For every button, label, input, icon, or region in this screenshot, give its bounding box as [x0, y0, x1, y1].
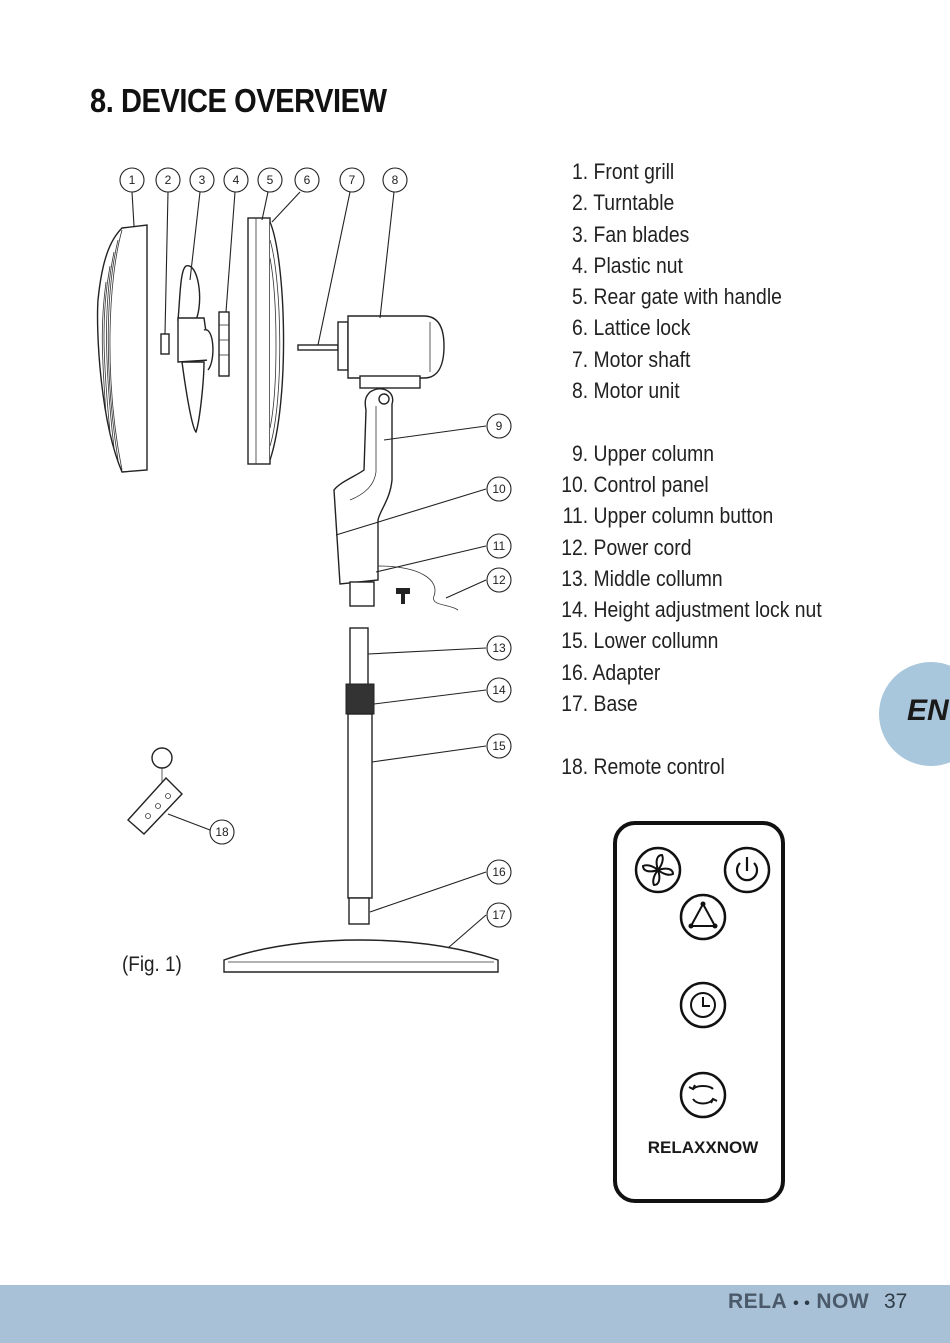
lock-nut-drawing — [345, 683, 375, 715]
callout-6: 6 — [294, 167, 320, 193]
language-label: EN — [907, 694, 949, 727]
callout-4: 4 — [223, 167, 249, 193]
callout-8: 8 — [382, 167, 408, 193]
section-title: 8. DEVICE OVERVIEW — [90, 82, 387, 119]
list-item: 13. Middle collumn — [561, 565, 723, 591]
upper-column-drawing — [333, 388, 394, 607]
parts-list: 1. Front grill 2. Turntable 3. Fan blade… — [560, 156, 857, 782]
remote-buttons: RELAXXNOW — [634, 846, 771, 1157]
callout-10: 10 — [486, 476, 512, 502]
list-item: 4. Plastic nut — [572, 252, 683, 278]
base-drawing — [223, 939, 499, 973]
figure-caption: (Fig. 1) — [122, 953, 182, 976]
list-spacer — [560, 406, 822, 437]
fan-speed-icon — [634, 846, 682, 894]
callout-label: 6 — [304, 173, 311, 187]
list-item: 5. Rear gate with handle — [572, 284, 782, 310]
remote-control-illustration: RELAXXNOW — [613, 821, 785, 1203]
callout-17: 17 — [486, 902, 512, 928]
list-item: 1. Front grill — [572, 159, 675, 184]
leader-lines — [131, 191, 487, 949]
oscillation-icon — [679, 1071, 727, 1119]
language-tab: EN — [879, 662, 950, 766]
page-number: 37 — [884, 1290, 908, 1313]
callout-label: 7 — [349, 173, 356, 187]
callout-2: 2 — [155, 167, 181, 193]
callout-label: 12 — [492, 573, 506, 587]
callout-label: 18 — [215, 825, 229, 839]
remote-small-drawing — [127, 747, 183, 835]
callout-label: 10 — [492, 482, 506, 496]
power-icon — [723, 846, 771, 894]
callout-label: 9 — [496, 419, 503, 433]
lower-column-drawing — [347, 713, 373, 899]
callout-1: 1 — [119, 167, 145, 193]
list-item: 18. Remote control — [561, 753, 725, 779]
list-item: 12. Power cord — [561, 534, 692, 560]
list-item: 8. Motor unit — [572, 378, 680, 404]
callout-label: 15 — [492, 739, 506, 753]
list-item: 15. Lower collumn — [561, 628, 719, 654]
list-item: 14. Height adjustment lock nut — [561, 597, 822, 623]
callout-label: 4 — [233, 173, 240, 187]
adapter-drawing — [348, 897, 370, 925]
footer-brand-logo: RELA• •NOW — [728, 1290, 870, 1313]
callout-label: 8 — [392, 173, 399, 187]
motor-unit-drawing — [297, 315, 445, 389]
callout-14: 14 — [486, 677, 512, 703]
list-item: 10. Control panel — [561, 471, 709, 497]
callout-label: 17 — [492, 908, 506, 922]
middle-column-drawing — [349, 627, 369, 687]
callout-18: 18 — [209, 819, 235, 845]
mode-icon — [679, 893, 727, 941]
callout-16: 16 — [486, 859, 512, 885]
list-item: 9. Upper column — [572, 440, 715, 466]
rear-grill-drawing — [247, 217, 285, 465]
front-grill-drawing — [96, 224, 148, 473]
callout-11: 11 — [486, 533, 512, 559]
list-item: 3. Fan blades — [572, 221, 690, 247]
callout-label: 3 — [199, 173, 206, 187]
list-item: 2. Turntable — [572, 190, 675, 216]
callout-label: 2 — [165, 173, 172, 187]
timer-icon — [679, 981, 727, 1029]
list-item: 7. Motor shaft — [572, 346, 691, 372]
callout-15: 15 — [486, 733, 512, 759]
list-spacer — [560, 719, 822, 750]
remote-brand: RELAXXNOW — [648, 1138, 759, 1157]
callout-label: 1 — [129, 173, 136, 187]
power-cord-drawing — [377, 565, 459, 611]
list-item: 6. Lattice lock — [572, 315, 691, 341]
turntable-drawing — [160, 333, 170, 355]
callout-label: 14 — [492, 683, 506, 697]
callout-3: 3 — [189, 167, 215, 193]
callout-label: 5 — [267, 173, 274, 187]
callout-12: 12 — [486, 567, 512, 593]
callout-label: 11 — [493, 539, 506, 553]
plastic-nut-drawing — [218, 311, 230, 377]
fan-blades-drawing — [177, 265, 214, 434]
list-item: 11. Upper column button — [562, 503, 774, 529]
callout-label: 16 — [492, 865, 506, 879]
callout-label: 13 — [492, 641, 506, 655]
callout-9: 9 — [486, 413, 512, 439]
footer-bar — [0, 1285, 950, 1343]
callout-7: 7 — [339, 167, 365, 193]
callout-5: 5 — [257, 167, 283, 193]
callout-13: 13 — [486, 635, 512, 661]
list-item: 17. Base — [561, 691, 638, 717]
list-item: 16. Adapter — [561, 659, 661, 685]
